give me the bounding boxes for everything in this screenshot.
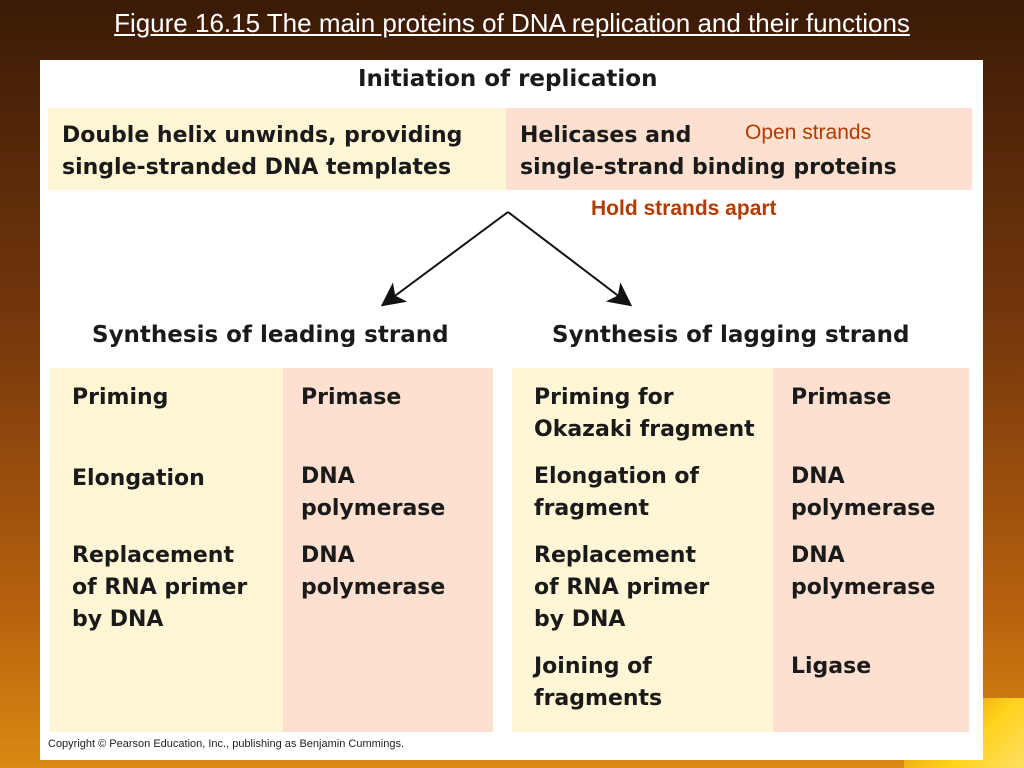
branch-arrows xyxy=(380,211,633,307)
note-hold-strands: Hold strands apart xyxy=(591,197,777,220)
lagging-protein-polymerase-1: DNA polymerase xyxy=(791,464,936,521)
lagging-function-replacement: Replacement of RNA primer by DNA xyxy=(534,543,710,632)
slide-title: Figure 16.15 The main proteins of DNA re… xyxy=(114,8,910,38)
note-open-strands: Open strands xyxy=(745,121,872,144)
arrow-to-leading xyxy=(380,211,509,307)
copyright-notice: Copyright © Pearson Education, Inc., pub… xyxy=(48,738,405,750)
lagging-protein-ligase: Ligase xyxy=(791,654,872,679)
lagging-function-joining: Joining of fragments xyxy=(534,654,663,711)
leading-function-elongation: Elongation xyxy=(72,466,205,491)
and-label: and xyxy=(637,123,692,148)
lagging-function-column: Priming for Okazaki fragment Elongation … xyxy=(512,368,773,732)
leading-heading: Synthesis of leading strand xyxy=(92,322,449,348)
lagging-function-priming: Priming for Okazaki fragment xyxy=(534,385,755,442)
initiation-heading: Initiation of replication xyxy=(358,66,658,92)
lagging-heading: Synthesis of lagging strand xyxy=(552,322,910,348)
leading-protein-polymerase-2: DNA polymerase xyxy=(301,543,446,600)
leading-function-column: Priming Elongation Replacement of RNA pr… xyxy=(50,368,283,732)
initiation-protein-box: Helicases and single-strand binding prot… xyxy=(506,108,972,190)
initiation-protein-line-1: Helicases and xyxy=(520,120,972,152)
initiation-function-line-1: Double helix unwinds, providing xyxy=(62,123,463,148)
initiation-function-box: Double helix unwinds, providing single-s… xyxy=(48,108,506,190)
arrow-to-lagging xyxy=(507,211,633,307)
lagging-protein-polymerase-2: DNA polymerase xyxy=(791,543,936,600)
helicases-label: Helicases xyxy=(520,123,638,148)
lagging-function-elongation: Elongation of fragment xyxy=(534,464,700,521)
figure-panel: Initiation of replication Double helix u… xyxy=(40,60,983,760)
leading-function-replacement: Replacement of RNA primer by DNA xyxy=(72,543,248,632)
leading-protein-polymerase-1: DNA polymerase xyxy=(301,464,446,521)
leading-protein-column: Primase DNA polymerase DNA polymerase xyxy=(283,368,493,732)
lagging-protein-column: Primase DNA polymerase DNA polymerase Li… xyxy=(773,368,969,732)
leading-function-priming: Priming xyxy=(72,385,169,410)
lagging-protein-primase: Primase xyxy=(791,385,892,410)
leading-protein-primase: Primase xyxy=(301,385,402,410)
ssb-label: single-strand binding proteins xyxy=(520,155,897,180)
initiation-function-line-2: single-stranded DNA templates xyxy=(62,155,452,180)
